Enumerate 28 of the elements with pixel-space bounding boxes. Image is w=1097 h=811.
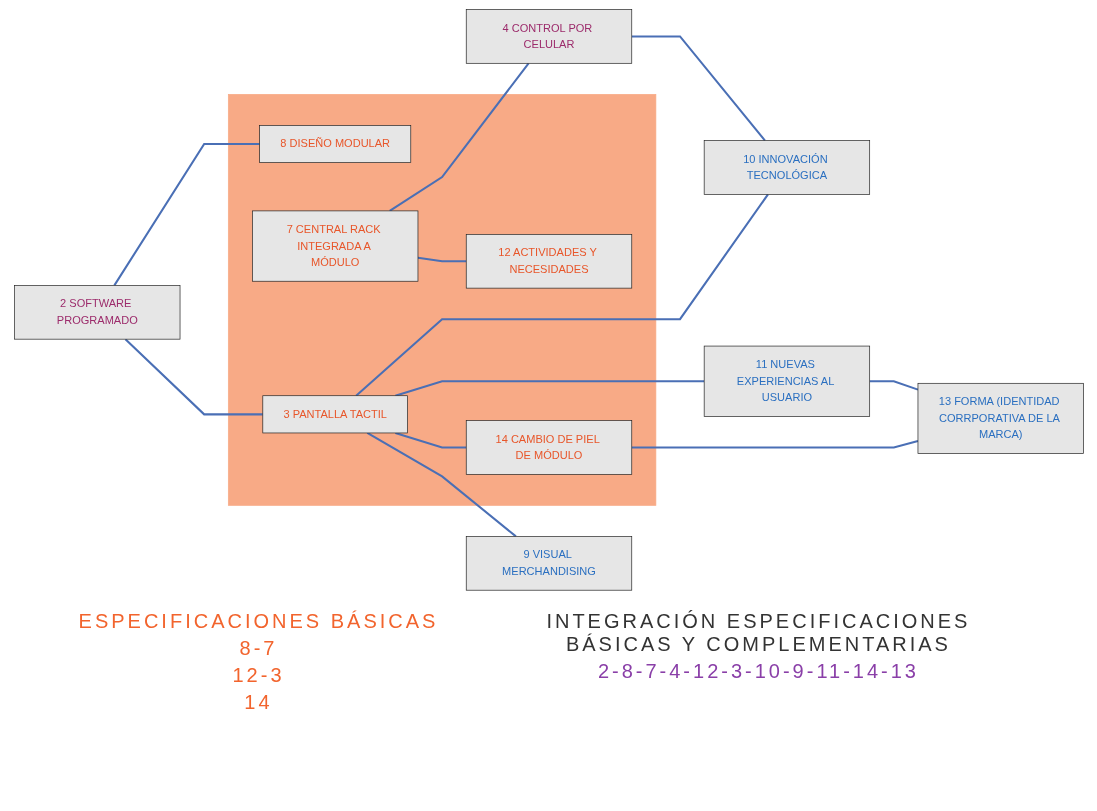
connector — [113, 143, 260, 287]
node-box: 7 CENTRAL RACK INTEGRADA A MÓDULO — [251, 210, 418, 282]
node-box: 2 SOFTWARE PROGRAMADO — [13, 285, 180, 340]
cluster — [227, 94, 656, 506]
node-box: 8 DISEÑO MODULAR — [258, 125, 411, 164]
connector — [394, 380, 704, 397]
node-box: 4 CONTROL POR CELULAR — [465, 9, 632, 64]
sequence-text: 12-3 — [232, 664, 285, 687]
node-box: 13 FORMA (IDENTIDAD CORRPORATIVA DE LA MARCA) — [917, 383, 1084, 455]
connector — [417, 256, 466, 263]
sequence-text: 8-7 — [239, 637, 278, 660]
node-box: 3 PANTALLA TACTIL — [261, 395, 408, 434]
node-box: 14 CAMBIO DE PIEL DE MÓDULO — [465, 420, 632, 475]
connector — [869, 380, 918, 391]
node-box: 11 NUEVAS EXPERIENCIAS AL USUARIO — [703, 345, 870, 417]
node-box: 10 INNOVACIÓN TECNOLÓGICA — [703, 140, 870, 195]
connector — [631, 440, 918, 449]
node-box: 12 ACTIVIDADES Y NECESIDADES — [465, 234, 632, 289]
heading-text: ESPECIFICACIONES BÁSICAS — [78, 610, 439, 633]
node-box: 9 VISUAL MERCHANDISING — [465, 536, 632, 591]
sequence-text: 14 — [244, 691, 273, 714]
connector — [631, 35, 766, 142]
connector — [366, 432, 517, 538]
connector — [388, 62, 529, 212]
connector — [124, 338, 263, 416]
heading-text: INTEGRACIÓN ESPECIFICACIONES BÁSICAS Y COMPLEMENTARIAS — [545, 610, 972, 656]
sequence-text: 2-8-7-4-12-3-10-9-11-14-13 — [597, 660, 919, 683]
connector — [354, 193, 769, 397]
